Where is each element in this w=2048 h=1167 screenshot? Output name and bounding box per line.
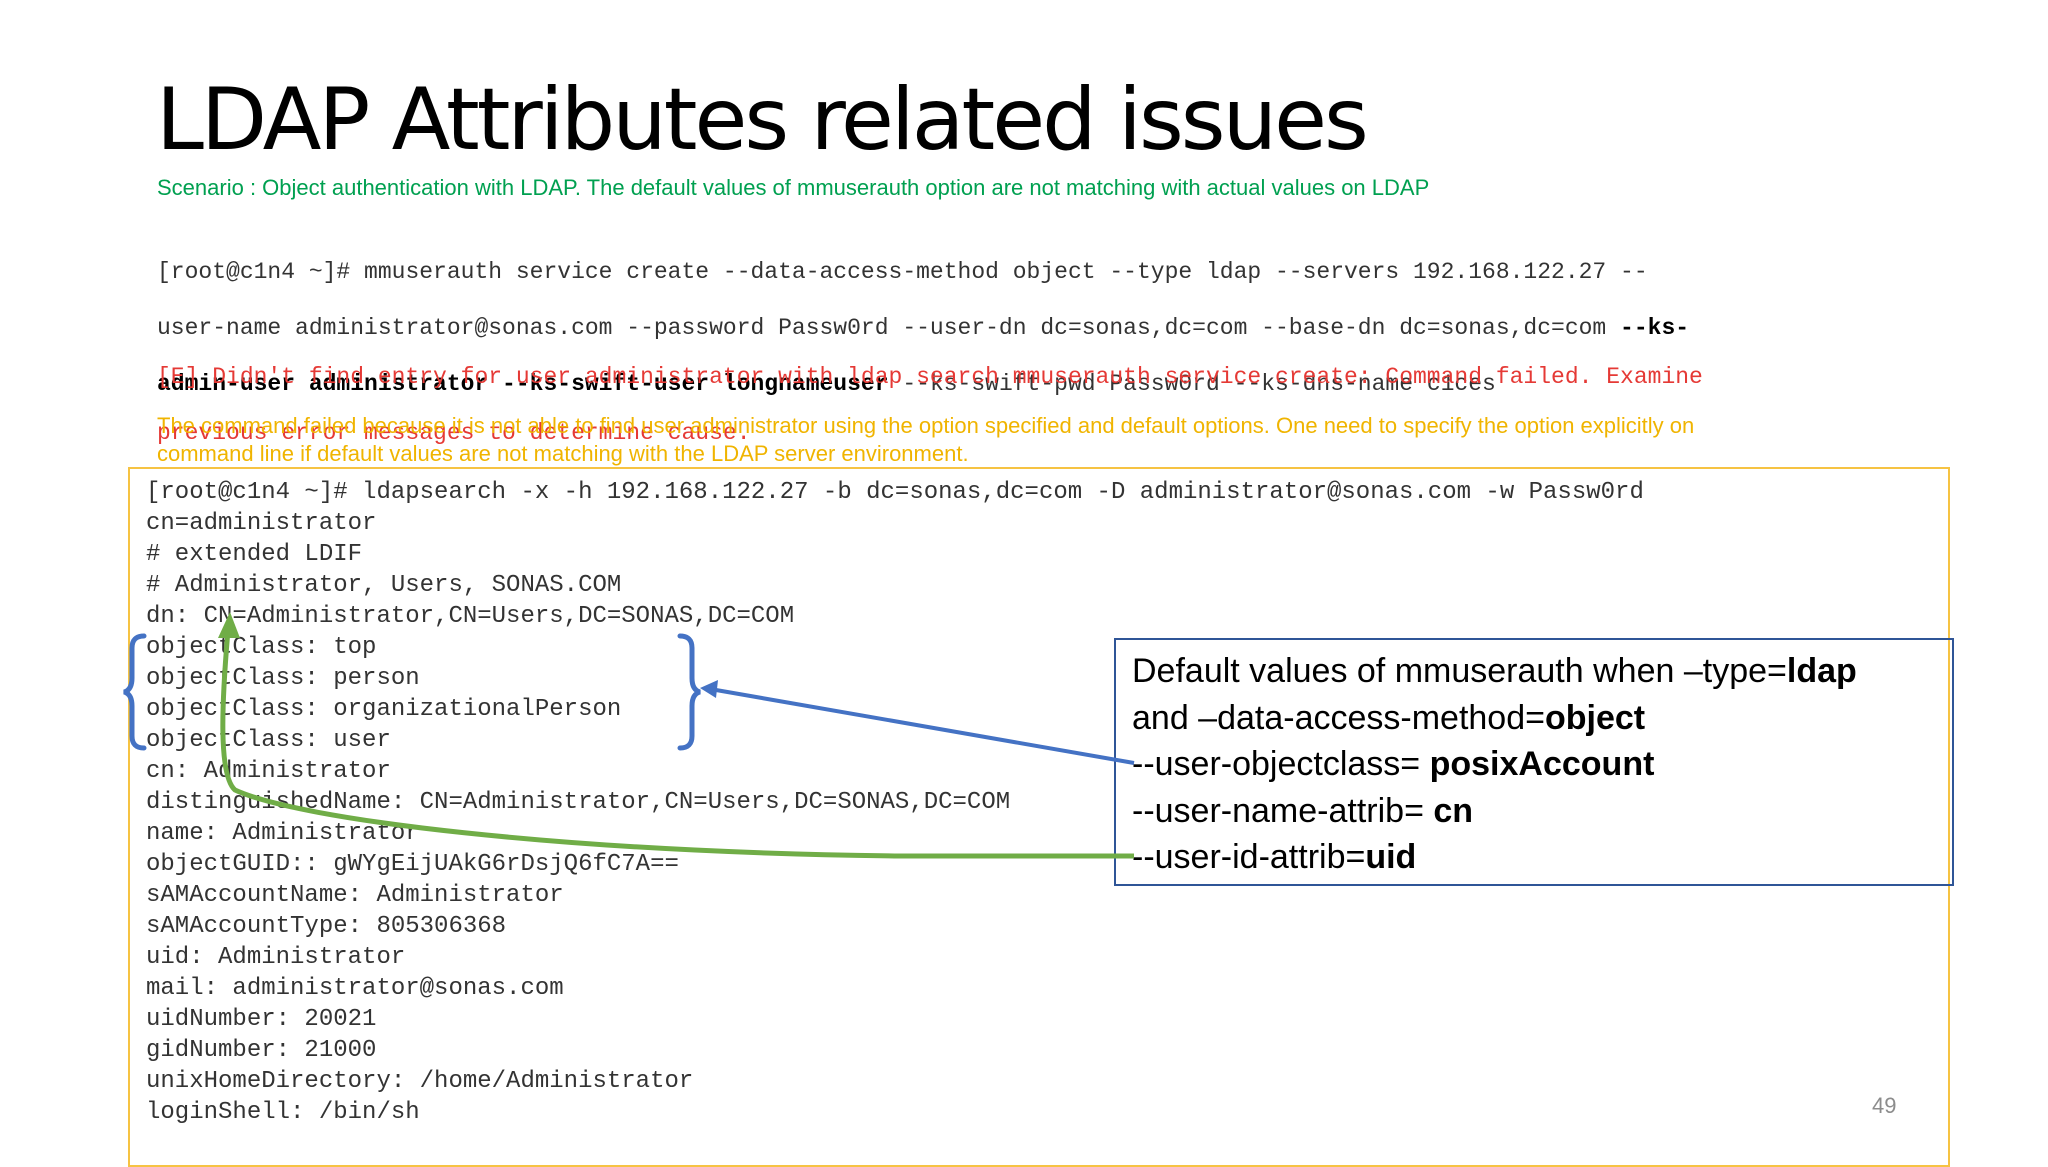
defaults-line-4-text: --user-name-attrib= — [1132, 791, 1434, 830]
defaults-line-2-text: and –data-access-method= — [1132, 698, 1545, 737]
defaults-line-3-bold: posixAccount — [1429, 745, 1655, 783]
command-line-3: admin-user administrator --ks-swift-user… — [157, 370, 1917, 398]
scenario-text: Scenario : Object authentication with LD… — [157, 175, 1430, 200]
ldap-output-line: uidNumber: 20021 — [146, 1006, 377, 1033]
defaults-line-1: Default values of mmuserauth when –type=… — [1132, 648, 1857, 695]
defaults-line-2: and –data-access-method=object — [1132, 695, 1857, 742]
error-line-2: previous error messages to determine cau… — [157, 420, 751, 446]
defaults-line-3-text: --user-objectclass= — [1132, 745, 1430, 783]
note-line-2: command line if default values are not m… — [157, 441, 969, 466]
ldap-output-line: sAMAccountName: Administrator — [146, 882, 564, 909]
ldap-output-line: dn: CN=Administrator,CN=Users,DC=SONAS,D… — [146, 603, 795, 630]
ldap-output-line: sAMAccountType: 805306368 — [146, 913, 507, 940]
ldap-output-line: mail: administrator@sonas.com — [146, 975, 564, 1002]
ldap-output-line: gidNumber: 21000 — [146, 1037, 377, 1064]
explanation-note: The command failed because it is not abl… — [157, 412, 1917, 468]
command-line-2-text: user-name administrator@sonas.com --pass… — [157, 315, 1621, 341]
defaults-line-5: --user-id-attrib=uid — [1132, 834, 1857, 881]
command-line-3-text: --ks-swift-pwd Passw0rd --ks-dns-name c1… — [888, 371, 1496, 397]
ldap-output-line: # Administrator, Users, SONAS.COM — [146, 572, 622, 599]
defaults-line-4-bold: cn — [1433, 791, 1474, 830]
error-message: [E] Didn't find entry for user administr… — [157, 335, 1703, 475]
ldap-output-line: cn=administrator — [146, 510, 377, 537]
defaults-line-5-bold: uid — [1365, 838, 1417, 876]
defaults-line-2-bold: object — [1544, 698, 1646, 737]
defaults-line-5-text: --user-id-attrib= — [1132, 838, 1366, 876]
defaults-line-1-bold: ldap — [1786, 652, 1857, 690]
error-line-1: [E] Didn't find entry for user administr… — [157, 364, 1703, 390]
mmuserauth-command: [root@c1n4 ~]# mmuserauth service create… — [157, 230, 1917, 426]
defaults-line-4: --user-name-attrib= cn — [1132, 788, 1857, 835]
command-line-2: user-name administrator@sonas.com --pass… — [157, 314, 1917, 342]
command-line-2-bold: --ks- — [1620, 315, 1690, 341]
command-line-3-bold: admin-user administrator --ks-swift-user… — [157, 371, 889, 397]
defaults-line-3: --user-objectclass= posixAccount — [1132, 741, 1857, 788]
note-line-1: The command failed because it is not abl… — [157, 413, 1695, 438]
ldap-output-line: unixHomeDirectory: /home/Administrator — [146, 1068, 694, 1095]
defaults-line-1-text: Default values of mmuserauth when –type= — [1132, 652, 1787, 690]
ldap-output-line: [root@c1n4 ~]# ldapsearch -x -h 192.168.… — [146, 479, 1644, 506]
ldap-output-line: # extended LDIF — [146, 541, 363, 568]
ldap-output-line: loginShell: /bin/sh — [146, 1099, 420, 1126]
default-values-text: Default values of mmuserauth when –type=… — [1132, 648, 1857, 881]
page-number: 49 — [1872, 1093, 1897, 1118]
ldap-output-line: uid: Administrator — [146, 944, 406, 971]
slide-title: LDAP Attributes related issues — [156, 70, 1369, 170]
command-line-1: [root@c1n4 ~]# mmuserauth service create… — [157, 259, 1648, 285]
